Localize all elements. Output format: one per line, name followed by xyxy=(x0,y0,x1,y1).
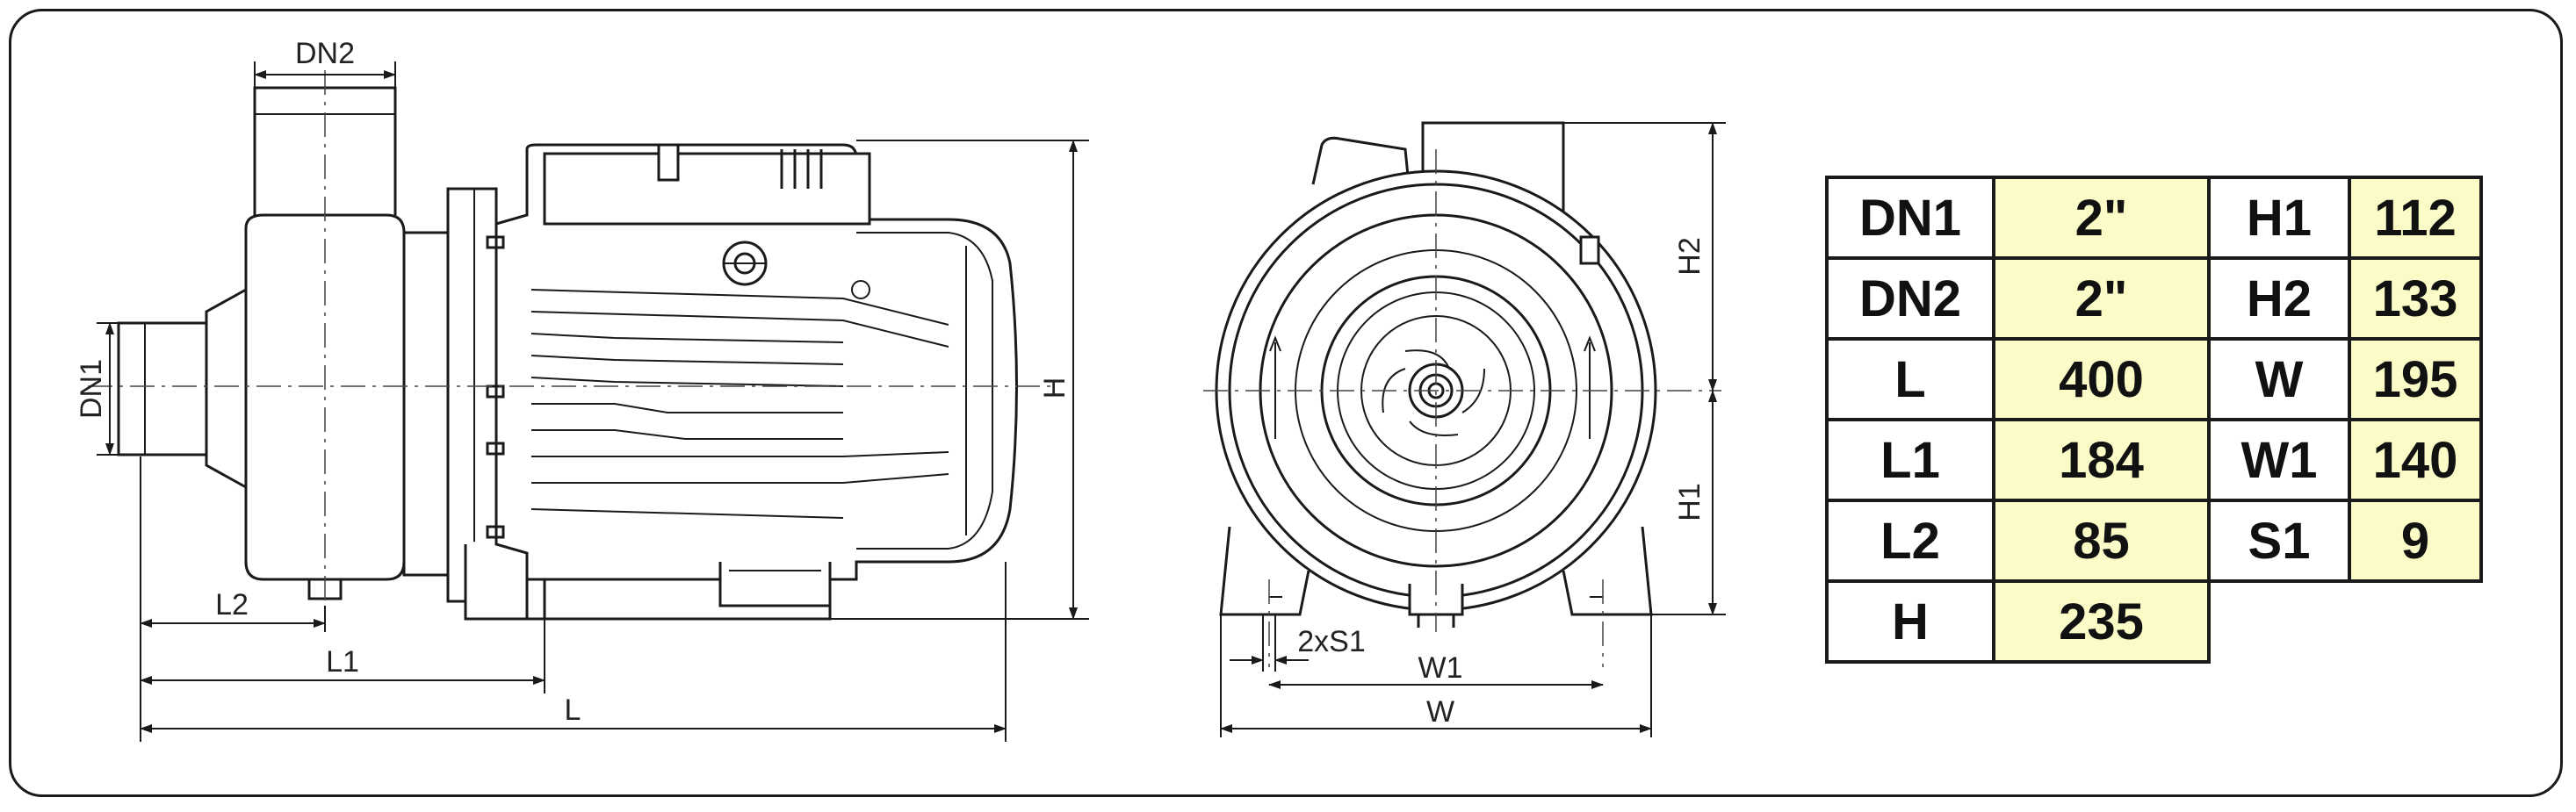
side-view-dimensions xyxy=(97,61,1089,742)
label-dn2: DN2 xyxy=(295,37,355,70)
table-value: 140 xyxy=(2348,418,2483,502)
table-key: S1 xyxy=(2207,499,2351,583)
table-row: DN2 2" H2 133 xyxy=(1825,256,2483,341)
table-key: H2 xyxy=(2207,256,2351,341)
table-key: L2 xyxy=(1825,499,1995,583)
table-row: L1 184 W1 140 xyxy=(1825,418,2483,502)
label-l1: L1 xyxy=(326,645,359,679)
table-key: DN2 xyxy=(1825,256,1995,341)
table-value: 85 xyxy=(1992,499,2211,583)
table-row: DN1 2" H1 112 xyxy=(1825,176,2483,260)
table-value: 2" xyxy=(1992,176,2211,260)
table-empty-cell xyxy=(2349,581,2481,662)
table-key: L xyxy=(1825,337,1995,421)
label-l2: L2 xyxy=(215,588,249,622)
table-key: DN1 xyxy=(1825,176,1995,260)
table-value: 184 xyxy=(1992,418,2211,502)
label-w: W xyxy=(1426,695,1454,729)
front-view-dimension-labels: H2 H1 2xS1 W1 W xyxy=(1297,237,1707,729)
table-value: 133 xyxy=(2348,256,2483,341)
table-value: 112 xyxy=(2348,176,2483,260)
table-key: L1 xyxy=(1825,418,1995,502)
label-h: H xyxy=(1038,377,1072,399)
label-h1: H1 xyxy=(1673,483,1707,521)
side-view-dimension-labels: DN2 DN1 H L2 L1 L xyxy=(75,37,1072,727)
label-l: L xyxy=(565,693,581,727)
dimension-table: DN1 2" H1 112 DN2 2" H2 133 L 400 W 195 … xyxy=(1825,176,2483,664)
front-view-dimensions xyxy=(1220,122,1726,737)
table-key: W xyxy=(2207,337,2351,421)
table-value: 2" xyxy=(1992,256,2211,341)
table-empty-cell xyxy=(2209,581,2349,662)
table-row: L 400 W 195 xyxy=(1825,337,2483,421)
table-key: H1 xyxy=(2207,176,2351,260)
label-h2: H2 xyxy=(1673,237,1707,275)
table-row: L2 85 S1 9 xyxy=(1825,499,2483,583)
table-row: H 235 xyxy=(1825,579,2481,664)
label-w1: W1 xyxy=(1418,651,1463,685)
table-value: 195 xyxy=(2348,337,2483,421)
table-value: 400 xyxy=(1992,337,2211,421)
table-value: 235 xyxy=(1992,579,2211,664)
label-dn1: DN1 xyxy=(75,359,108,419)
front-view-centerlines xyxy=(1203,149,1721,667)
side-view-centerlines xyxy=(88,70,1054,632)
table-key: H xyxy=(1825,579,1995,664)
table-value: 9 xyxy=(2348,499,2483,583)
pump-side-view xyxy=(117,86,1018,621)
label-s1: 2xS1 xyxy=(1297,625,1366,658)
table-key: W1 xyxy=(2207,418,2351,502)
